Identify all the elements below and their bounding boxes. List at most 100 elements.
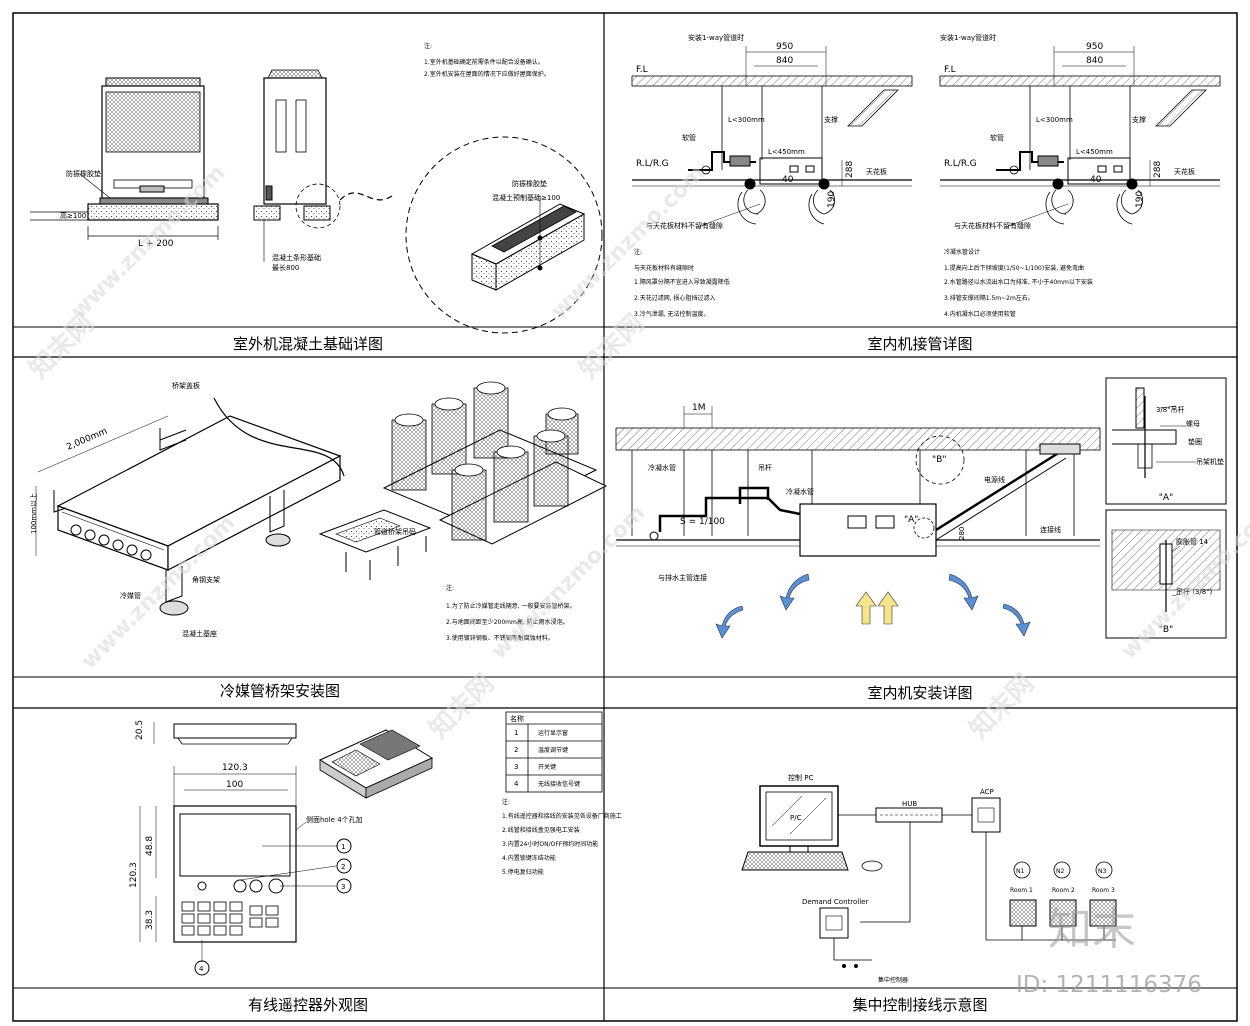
tray-length: 2,000mm <box>65 427 109 453</box>
p2-note-right-3: 3.排管支撑间隔1.5m~2m左右。 <box>944 294 1034 302</box>
p2-note-right-2: 2.水管路径以水流出水口为排准, 不小于40mm以下安装 <box>944 278 1093 286</box>
table-row-1-name: 运行显示窗 <box>538 729 568 737</box>
p4-b-callout: "B" <box>932 455 946 465</box>
airflow-arrows <box>715 573 1031 639</box>
width-dimension: L + 200 <box>138 239 174 249</box>
acp-label: ACP <box>980 788 994 796</box>
sheet-frame <box>12 12 1238 1022</box>
tray-bracket: 角钢支架 <box>192 575 220 584</box>
pl-rl: R.L/R.G <box>636 159 669 169</box>
p4-1m: 1M <box>692 403 706 413</box>
foundation-zoom-detail <box>405 136 603 334</box>
panel-indoor-install: 1M "B" "A" 冷凝水管 吊杆 冷凝水管 电源线 连接线 S = 1/10… <box>615 377 1227 702</box>
tray-cover-label: 桥架盖板 <box>172 381 200 390</box>
dim-20-5: 20.5 <box>135 720 145 740</box>
p4-title: 室内机安装详图 <box>867 684 972 702</box>
p1-note-2: 2.室外机安装在屋面的情况下应做好屋面保护。 <box>424 70 550 78</box>
callout-3: 3 <box>341 883 345 891</box>
p3-note-1: 1.为了防止冷媒管走线随意, 一般要安装管桥架。 <box>446 602 576 610</box>
dim-120-3: 120.3 <box>222 763 248 773</box>
detail-b-box <box>1105 509 1227 639</box>
p2-note-left-1: 与天花板材料有缝隙时 <box>634 264 694 272</box>
hub-label: HUB <box>902 800 917 808</box>
tray-hanger-label: 管道桥架吊码 <box>374 527 416 536</box>
callout-1: 1 <box>341 843 345 851</box>
concrete-label-1: 混凝土条形基础 <box>272 253 321 262</box>
table-row-3-no: 3 <box>514 763 518 771</box>
pl-fl: F.L <box>636 65 648 75</box>
p5-note-5: 5.停电复归功能 <box>502 868 544 876</box>
p2-note-right-1: 1.提高向上后下倾坡度(1/50~1/100)安装, 避免弯曲 <box>944 264 1084 272</box>
dim-48-8: 48.8 <box>145 836 155 856</box>
tray-base: 混凝土基座 <box>182 629 217 638</box>
p2-notes-left-head: 注: <box>634 248 642 256</box>
pl-288: 288 <box>845 161 855 178</box>
p2-note-left-3: 2.天花过滤网, 损心阻挡过滤入 <box>634 294 716 302</box>
pr-40: 40 <box>1090 175 1102 185</box>
panel-indoor-piping: 安装1-way管道时 F.L 950 840 L<300mm L<450mm 支… <box>631 33 1221 353</box>
tray-height: 100mm以上 <box>29 493 38 534</box>
pr-950: 950 <box>1086 42 1103 52</box>
p4-slope: S = 1/100 <box>680 517 725 527</box>
watermark-id: ID: 1211116376 <box>1016 972 1202 998</box>
table-row-4-name: 无线接收信号键 <box>538 780 580 788</box>
p4-conn: 连接线 <box>1040 525 1061 534</box>
pl-950: 950 <box>776 42 793 52</box>
table-row-2-no: 2 <box>514 746 518 754</box>
pr-pipe: 软管 <box>990 133 1004 142</box>
pr-bottom: 与天花板材料不留有缝隙 <box>954 221 1031 230</box>
p5-title: 有线遥控器外观图 <box>248 996 368 1014</box>
pl-support: 支撑 <box>824 115 838 124</box>
panel-wired-remote: 20.5 120.3 100 48.8 120.3 38.3 侧面hole 4个… <box>129 711 622 1014</box>
panel-central-control: 控制 PC P/C HUB ACP Demand Controller 集中控制… <box>741 773 1117 1014</box>
table-header: 名称 <box>510 714 524 723</box>
p4-280: 280 <box>958 527 966 540</box>
node-n3: N3 <box>1098 868 1106 875</box>
side-hole-label: 侧面hole 4个孔加 <box>306 815 363 824</box>
panel-pipe-tray: 桥架盖板 2,000mm 100mm以上 角钢支架 冷媒管 混凝土基座 <box>29 381 608 700</box>
watermark-cn-3: 知末网 <box>424 669 500 745</box>
room-3-label: Room 3 <box>1092 887 1115 894</box>
vib-pad-label: 防振橡胶垫 <box>66 169 101 178</box>
watermark-brand: 知末 <box>1048 904 1136 955</box>
p4-wire: 电源线 <box>984 475 1005 484</box>
pr-l300: L<300mm <box>1036 116 1073 124</box>
p4-drain: 冷凝水管 <box>648 463 676 472</box>
piping-diagram-left <box>631 46 913 227</box>
table-row-3-name: 开关键 <box>538 763 556 771</box>
detail-a-rod: 3/8"吊杆 <box>1156 405 1185 414</box>
detail-b-rod: 吊杆 (3/8") <box>1176 587 1212 596</box>
pl-l450: L<450mm <box>768 148 805 156</box>
height-label: 高≥100 <box>60 211 86 220</box>
pl-pipe: 软管 <box>682 133 696 142</box>
detail-b-title: "B" <box>1159 625 1173 635</box>
p1-title: 室外机混凝土基础详图 <box>233 335 383 353</box>
detail-a-title: "A" <box>1159 493 1173 503</box>
dim-100: 100 <box>226 780 243 790</box>
p2-note-right-4: 4.内机凝水口必须使用软管 <box>944 310 1016 318</box>
p3-note-3: 3.使用镀锌钢板、不锈钢等耐腐蚀材料。 <box>446 634 554 642</box>
p5-note-1: 1.有线遥控器和接线的安装见各设备厂商施工 <box>502 812 622 820</box>
table-row-2-name: 温度调节键 <box>538 746 568 754</box>
pl-840: 840 <box>776 56 793 66</box>
zoom-label-2: 混凝土预制基础≥100 <box>492 193 560 202</box>
detail-a-washer: 垫圈 <box>1188 437 1202 446</box>
p4-drain2: 冷凝水管 <box>786 487 814 496</box>
node-n1: N1 <box>1016 868 1024 875</box>
pr-rl: R.L/R.G <box>944 159 977 169</box>
concrete-label-2: 最长800 <box>272 263 299 272</box>
detail-a-box <box>1105 377 1227 505</box>
node-n2: N2 <box>1056 868 1064 875</box>
pr-top-label: 安装1-way管道时 <box>940 33 996 42</box>
detail-a-nut: 螺母 <box>1186 419 1200 428</box>
p4-main: 与排水主管连接 <box>658 573 707 582</box>
room-1-label: Room 1 <box>1010 887 1033 894</box>
pr-190: 190 <box>1135 191 1145 208</box>
pr-l450: L<450mm <box>1076 148 1113 156</box>
outdoor-unit-side <box>253 69 393 262</box>
p2-note-left-2: 1.隔风罩分隔不宜进入导致凝露降低 <box>634 278 730 286</box>
demand-controller-label: Demand Controller <box>802 898 868 906</box>
p3-notes-head: 注: <box>446 584 454 592</box>
watermark-cn-2: 知末网 <box>574 309 650 385</box>
watermark-site-1: www.znzmo.com <box>67 160 231 324</box>
